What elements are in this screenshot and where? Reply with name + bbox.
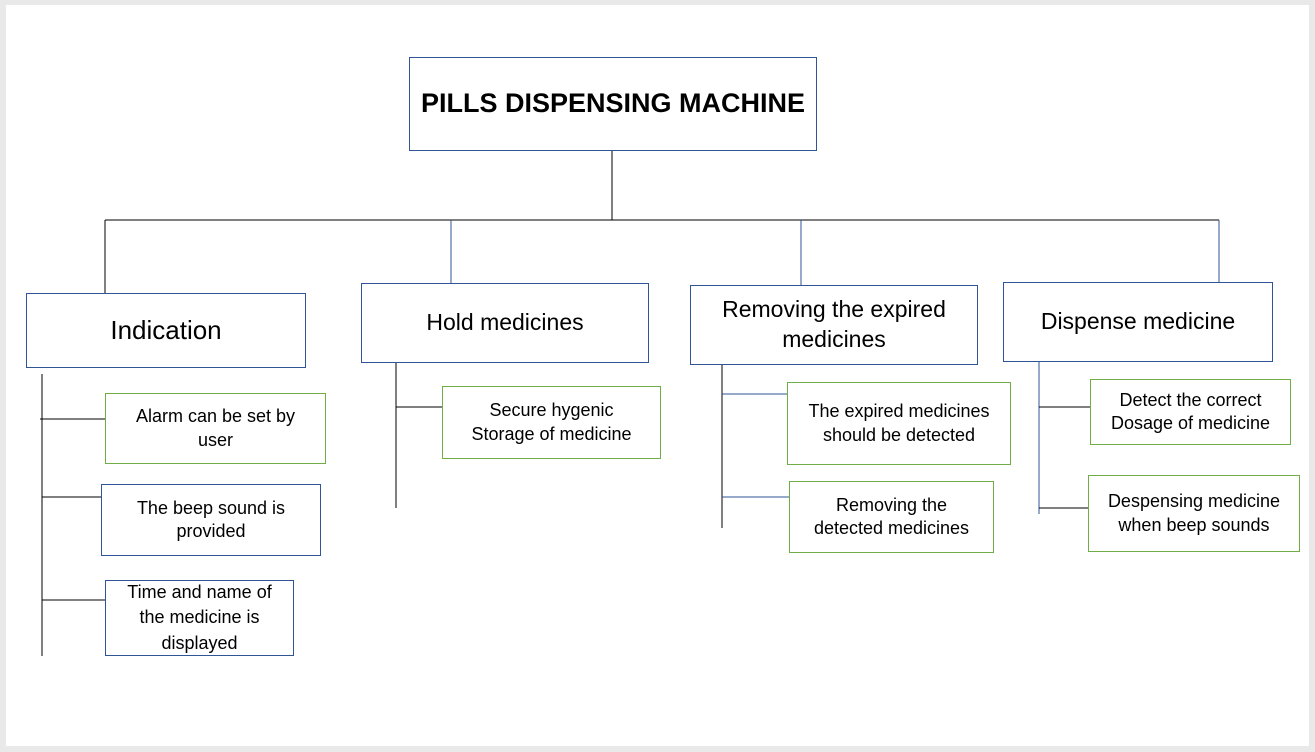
item-time-name-displayed: Time and name of the medicine is display… (105, 580, 294, 656)
item-secure-storage: Secure hygenic Storage of medicine (442, 386, 661, 459)
item-detect-expired: The expired medicines should be detected (787, 382, 1011, 465)
item-alarm: Alarm can be set by user (105, 393, 326, 464)
category-indication: Indication (26, 293, 306, 368)
category-dispense-medicine: Dispense medicine (1003, 282, 1273, 362)
item-remove-detected: Removing the detected medicines (789, 481, 994, 553)
item-detect-dosage: Detect the correct Dosage of medicine (1090, 379, 1291, 445)
item-dispense-beep: Despensing medicine when beep sounds (1088, 475, 1300, 552)
category-hold-medicines: Hold medicines (361, 283, 649, 363)
root-node: PILLS DISPENSING MACHINE (409, 57, 817, 151)
category-removing-expired: Removing the expired medicines (690, 285, 978, 365)
item-beep-sound: The beep sound is provided (101, 484, 321, 556)
